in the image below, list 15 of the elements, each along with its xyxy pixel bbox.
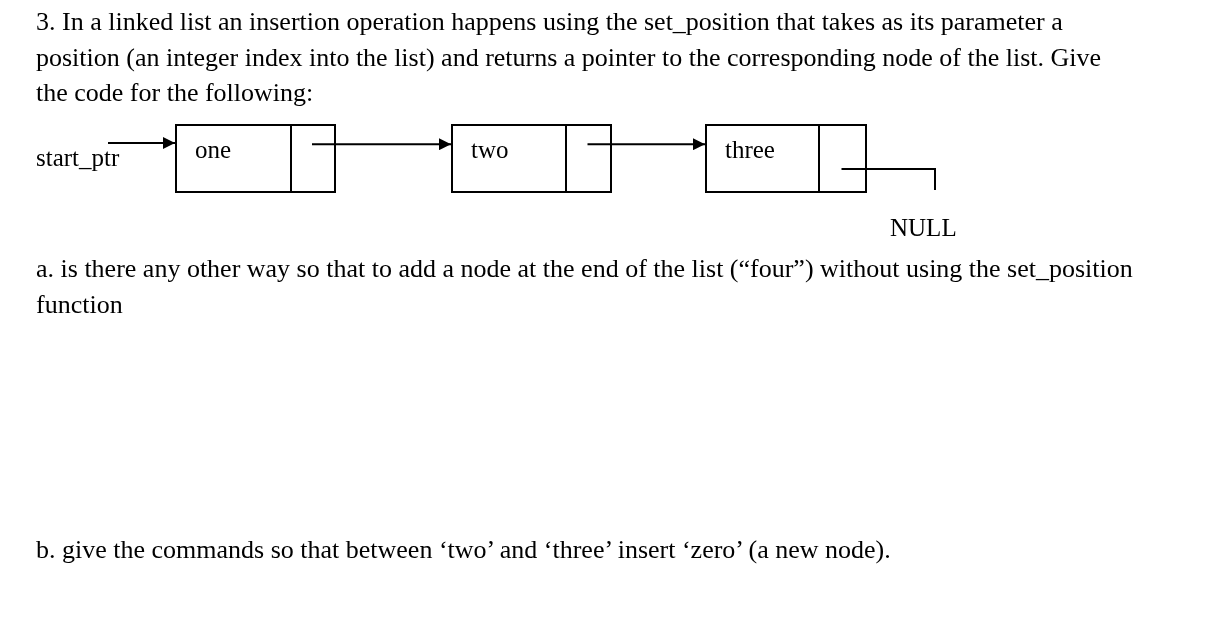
list-node-box	[175, 124, 336, 193]
node-label: NULL	[890, 214, 980, 248]
node-text: one	[195, 136, 232, 164]
arrow	[107, 137, 176, 149]
arrow	[586, 138, 706, 151]
arrow	[311, 138, 452, 151]
question-text: a. is there any other way so that to add a node at the end of the list (“four”) without using the set_position function	[36, 253, 1134, 321]
connector-line	[840, 167, 936, 191]
node-text: three	[725, 136, 775, 164]
list-node-box	[451, 124, 612, 193]
question-text: b. give the commands so that between ‘two’ and ‘three’ insert ‘zero’ (a new node).	[36, 534, 892, 566]
node-label: start_ptr	[36, 144, 146, 178]
question-text: 3. In a linked list an insertion operation happens using the set_position that takes as its parameter a position (an integer index into the list) and returns a pointer to the corresponding node of the list. Give the code for the following:	[36, 6, 1103, 109]
list-node-box	[705, 124, 867, 193]
node-text: two	[471, 136, 509, 164]
